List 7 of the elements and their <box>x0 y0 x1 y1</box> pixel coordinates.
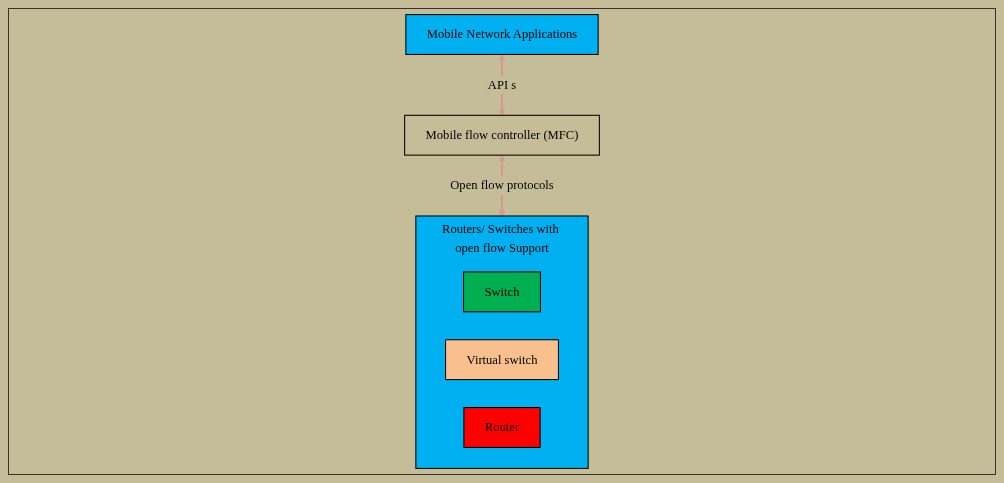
node-box: Virtual switch <box>445 339 559 381</box>
node-box: Mobile flow controller (MFC) <box>404 114 600 156</box>
edge-label: API s <box>487 77 517 92</box>
edge-label: Open flow protocols <box>450 178 554 193</box>
node-box: Switch <box>463 271 541 313</box>
node-box: Mobile Network Applications <box>405 14 599 55</box>
node-box: Router <box>463 407 541 448</box>
